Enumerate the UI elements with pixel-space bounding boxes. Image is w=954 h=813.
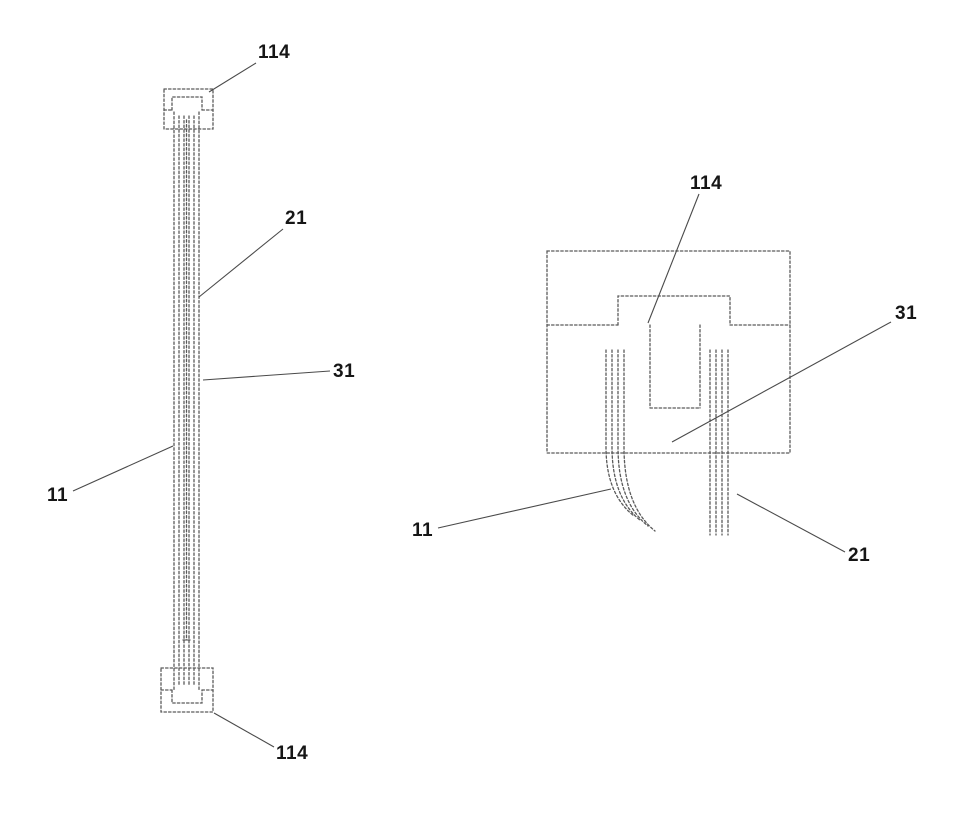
leader-11-right xyxy=(437,488,612,529)
label-11-left: 11 xyxy=(47,485,68,506)
right-figure: 114 31 11 21 xyxy=(412,173,917,566)
leader-114-right xyxy=(647,193,700,324)
label-31-right: 31 xyxy=(895,303,917,324)
top-cap-notch xyxy=(171,96,203,111)
label-11-right: 11 xyxy=(412,520,433,541)
leader-21-right xyxy=(736,493,846,553)
label-21-left: 21 xyxy=(285,208,307,229)
label-21-right: 21 xyxy=(848,545,870,566)
label-114-top: 114 xyxy=(258,42,290,63)
left-figure: 114 21 31 11 114 xyxy=(47,42,355,764)
leader-114-top xyxy=(208,62,257,93)
left-pane-line-3 xyxy=(617,349,649,527)
cap-center-plug xyxy=(649,324,701,409)
label-114-right: 114 xyxy=(690,173,722,194)
leader-114-bottom xyxy=(213,712,275,748)
bottom-cap-notch xyxy=(171,689,203,704)
top-cap-outline xyxy=(163,88,214,130)
leader-31-left xyxy=(202,370,331,381)
leader-11-left xyxy=(72,445,174,492)
cap-block-outline xyxy=(546,250,791,454)
left-pane-line-4 xyxy=(623,349,656,532)
label-31-left: 31 xyxy=(333,361,355,382)
label-114-bottom: 114 xyxy=(276,743,308,764)
leader-21-left xyxy=(198,228,284,298)
left-pane-line-1 xyxy=(605,349,635,517)
left-pane-line-2 xyxy=(611,349,642,522)
leader-31-right xyxy=(671,321,892,443)
bottom-cap-outline xyxy=(160,667,214,713)
cap-notch xyxy=(617,295,731,326)
